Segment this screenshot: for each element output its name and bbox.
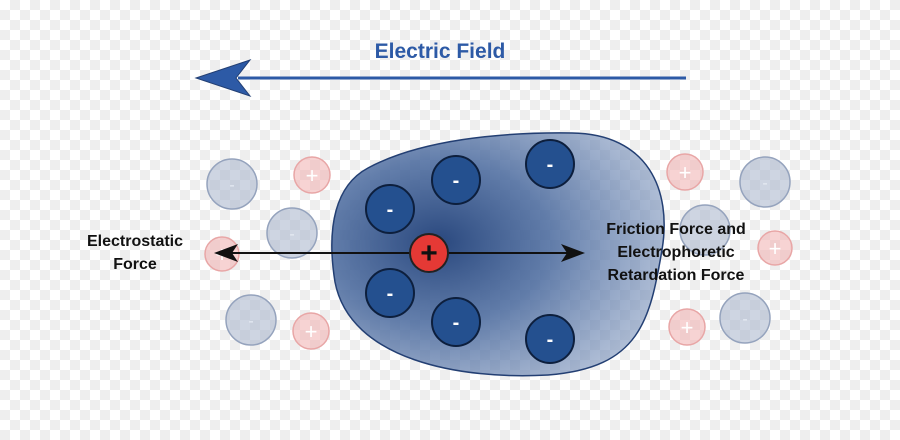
faded-plus-ion-icon: + — [757, 230, 793, 266]
minus-ion-icon: - — [431, 297, 481, 347]
faded-plus-ion-icon: + — [666, 153, 704, 191]
force-arrows — [214, 244, 585, 262]
svg-text:+: + — [681, 315, 694, 340]
electrostatic-force-label: Electrostatic Force — [80, 230, 190, 276]
electrostatic-force-label-line2: Force — [113, 256, 157, 273]
counter-ion-sign: - — [453, 170, 460, 192]
electrostatic-force-arrowhead — [214, 244, 238, 262]
counter-ion-sign: - — [547, 154, 554, 176]
svg-text:-: - — [248, 313, 253, 330]
svg-text:+: + — [306, 163, 319, 188]
electric-field-arrow — [194, 59, 686, 97]
faded-plus-ion-icon: + — [668, 308, 706, 346]
faded-minus-ion-icon: - — [679, 204, 731, 256]
electric-field-title: Electric Field — [374, 40, 506, 63]
friction-force-label-line2: Electrophoretic — [617, 244, 735, 261]
minus-ion-icon: - — [525, 139, 575, 189]
minus-ion-icon: - — [431, 155, 481, 205]
minus-ion-icon: - — [525, 314, 575, 364]
friction-force-arrowhead — [561, 244, 585, 262]
svg-text:+: + — [305, 319, 318, 344]
counter-ion-sign: - — [387, 283, 394, 305]
ion-cloud — [331, 132, 665, 377]
friction-force-label: Friction Force and Electrophoretic Retar… — [586, 218, 766, 287]
faded-plus-ion-icon: + — [292, 312, 330, 350]
faded-minus-ion-icon: - — [206, 158, 258, 210]
minus-ion-icon: - — [365, 184, 415, 234]
counter-ion-sign: - — [453, 312, 460, 334]
svg-text:-: - — [289, 226, 294, 243]
friction-force-label-line1: Friction Force and — [606, 221, 746, 238]
central-ion-sign: + — [420, 237, 438, 270]
faded-ion-group-right: + - - + + - — [666, 153, 793, 346]
svg-text:-: - — [229, 177, 234, 194]
friction-force-label-line3: Retardation Force — [607, 267, 745, 284]
counter-ion-sign: - — [387, 199, 394, 221]
svg-text:-: - — [762, 175, 767, 192]
faded-minus-ion-icon: - — [225, 294, 277, 346]
counter-ions: - - - - - - — [365, 139, 575, 364]
faded-minus-ion-icon: - — [739, 156, 791, 208]
faded-plus-ion-icon: + — [293, 156, 331, 194]
svg-text:-: - — [742, 311, 747, 328]
electrostatic-force-label-line1: Electrostatic — [86, 233, 184, 250]
svg-text:+: + — [679, 160, 692, 185]
plus-ion-icon: + — [409, 233, 449, 273]
faded-minus-ion-icon: - — [266, 207, 318, 259]
faded-minus-ion-icon: - — [719, 292, 771, 344]
svg-text:-: - — [702, 223, 707, 240]
counter-ion-sign: - — [547, 329, 554, 351]
svg-text:+: + — [769, 236, 782, 261]
minus-ion-icon: - — [365, 268, 415, 318]
